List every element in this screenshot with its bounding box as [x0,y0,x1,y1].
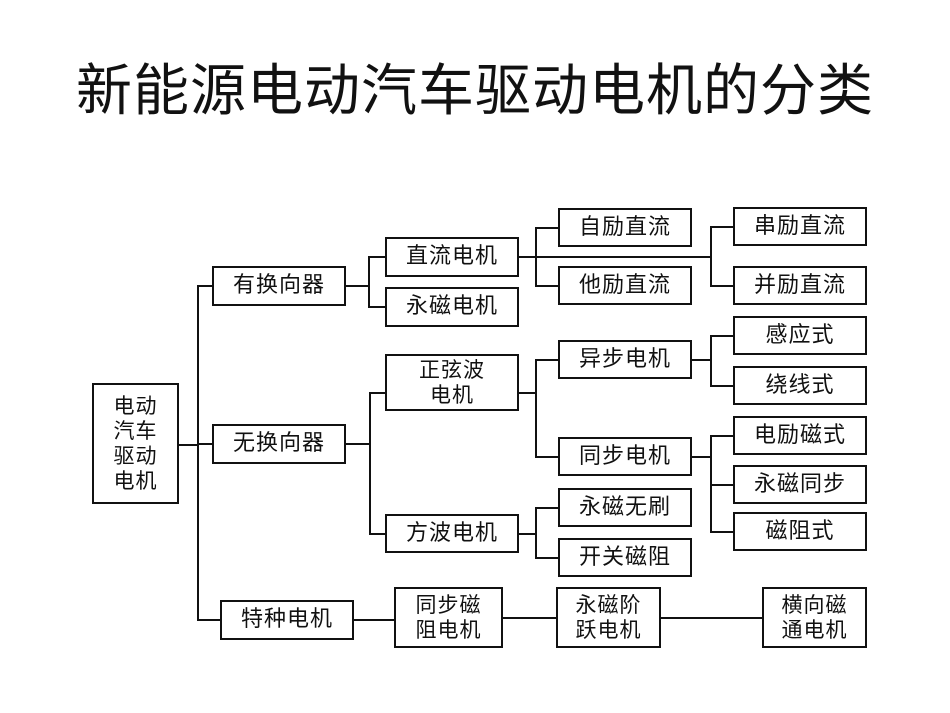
node-reluctance-type: 磁阻式 [733,512,867,551]
node-switched-reluctance: 开关磁阻 [558,538,692,577]
connector [345,443,370,445]
connector [518,533,536,535]
page-title: 新能源电动汽车驱动电机的分类 [76,59,874,124]
node-pm-brushless: 永磁无刷 [558,488,692,527]
connector [710,385,734,387]
connector [518,256,711,258]
connector [710,435,712,532]
node-self-excited-dc: 自励直流 [558,208,692,247]
connector [369,392,386,394]
connector [197,619,221,621]
node-separately-excited-dc: 他励直流 [558,266,692,305]
node-series-excited-dc: 串励直流 [733,207,867,246]
node-electric-excitation: 电励磁式 [733,416,867,455]
connector [345,285,369,287]
connector [502,617,557,619]
node-special-motor: 特种电机 [220,600,354,640]
connector [518,392,536,394]
connector [710,226,712,286]
node-pm-sync: 永磁同步 [733,465,867,504]
connector [368,256,386,258]
connector [535,359,559,361]
node-induction-type: 感应式 [733,316,867,355]
connector [535,456,559,458]
node-async-motor: 异步电机 [558,340,692,379]
connector [369,533,386,535]
node-sync-motor: 同步电机 [558,437,692,476]
connector [710,226,734,228]
connector [660,617,763,619]
connector [197,285,213,287]
connector [691,456,711,458]
connector [178,444,198,446]
node-sync-reluctance-motor: 同步磁 阻电机 [394,587,503,648]
connector [197,443,213,445]
connector [535,359,537,457]
connector [369,392,371,534]
connector [710,484,734,486]
node-dc-motor: 直流电机 [385,237,519,277]
node-without-commutator: 无换向器 [212,424,346,464]
node-transverse-flux-motor: 横向磁 通电机 [762,587,867,648]
node-pm-motor: 永磁电机 [385,287,519,327]
connector [368,256,370,308]
connector [710,531,734,533]
connector [197,285,199,620]
connector [535,227,559,229]
connector [535,507,559,509]
node-square-wave-motor: 方波电机 [385,514,519,553]
connector [710,435,734,437]
connector [368,306,386,308]
node-sine-wave-motor: 正弦波 电机 [385,354,519,411]
node-with-commutator: 有换向器 [212,266,346,306]
node-wound-type: 绕线式 [733,366,867,405]
node-ev-drive-motor: 电动 汽车 驱动 电机 [92,383,179,504]
node-shunt-excited-dc: 并励直流 [733,266,867,305]
connector [353,619,395,621]
connector [710,335,734,337]
connector [691,359,711,361]
connector [710,335,712,386]
connector [535,285,559,287]
connector [535,227,537,286]
connector [535,557,559,559]
connector [710,285,734,287]
node-pm-stepper-motor: 永磁阶 跃电机 [556,587,661,648]
connector [535,507,537,558]
